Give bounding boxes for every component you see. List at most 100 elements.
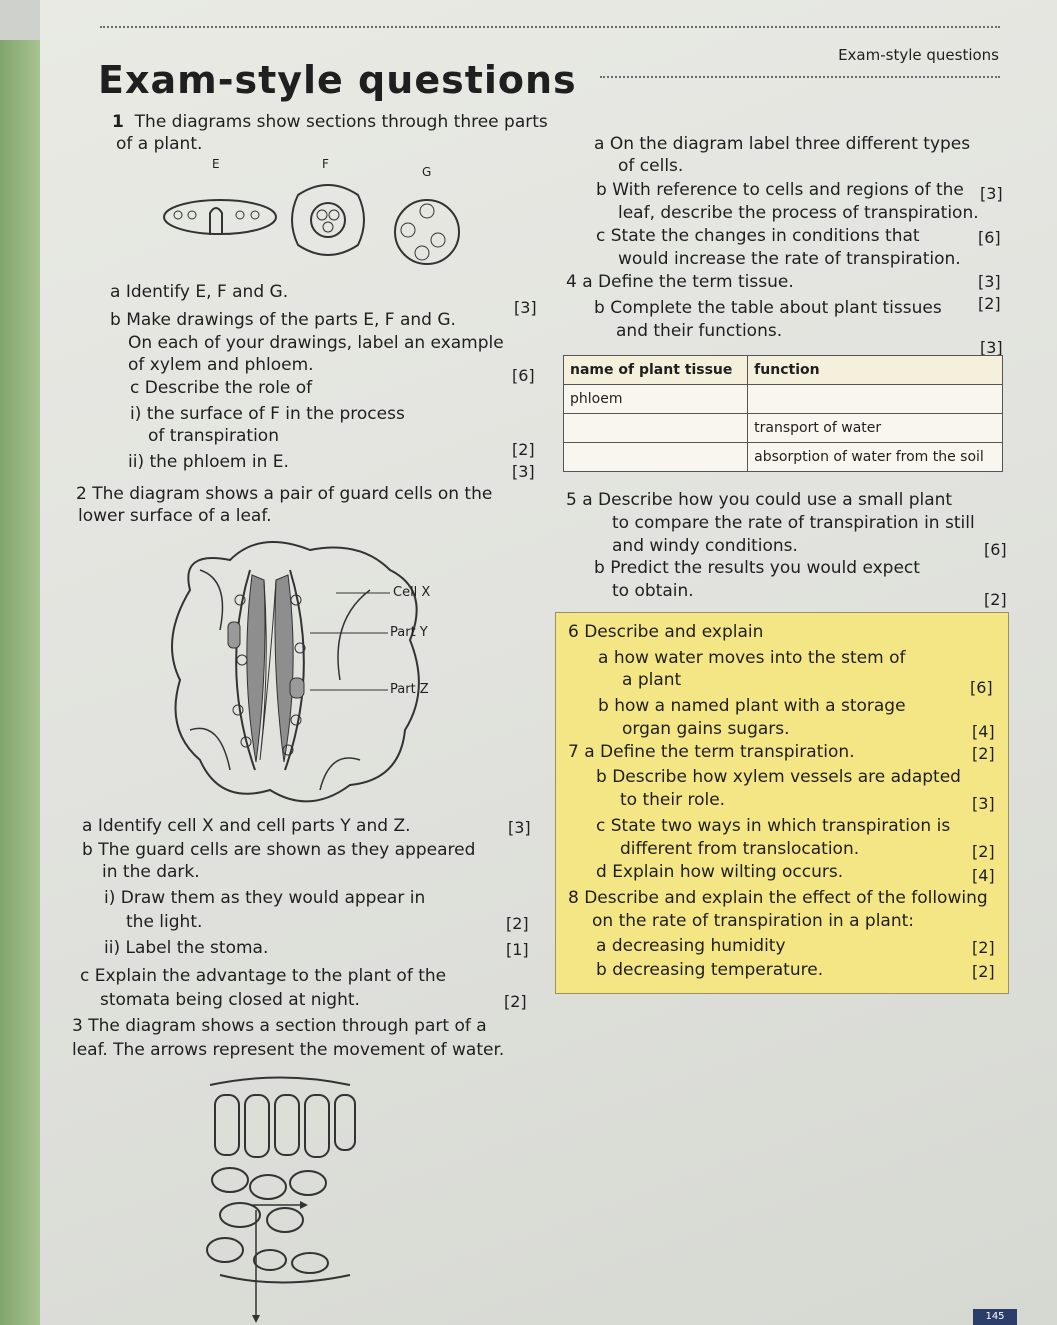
q2-intro-2: lower surface of a leaf. xyxy=(78,506,272,526)
q7-d: d Explain how wilting occurs. xyxy=(596,862,844,882)
q1-c-ii-mark: [3] xyxy=(512,462,535,481)
q7-c-mark: [2] xyxy=(972,842,995,861)
table-cell: phloem xyxy=(562,384,749,414)
q2-b-ii: ii) Label the stoma. xyxy=(104,938,269,958)
table-cell xyxy=(562,442,749,472)
diagram-g-root-section xyxy=(394,199,460,265)
q8-b: b decreasing temperature. xyxy=(596,960,824,980)
q5-b-1: b Predict the results you would expect xyxy=(594,558,920,578)
q1-a: a Identify E, F and G. xyxy=(110,282,289,302)
leaf-section-diagram xyxy=(206,1076,356,1323)
label-part-y: Part Y xyxy=(390,625,428,640)
table-row: absorption of water from the soil xyxy=(562,442,1003,472)
q7-b-2: to their role. xyxy=(620,790,726,810)
page-number: 145 xyxy=(973,1309,1017,1325)
header-rule-lower xyxy=(600,76,1000,78)
q2-c-mark: [2] xyxy=(504,992,527,1011)
table-cell xyxy=(562,413,749,443)
q6-a-mark: [6] xyxy=(970,678,993,697)
q6-b-mark: [4] xyxy=(972,722,995,741)
q1-b-mark: [6] xyxy=(512,366,535,385)
q3-a-1: a On the diagram label three different t… xyxy=(594,134,971,154)
q4-a: 4 a Define the term tissue. xyxy=(566,272,794,292)
q6-b-1: b how a named plant with a storage xyxy=(598,696,906,716)
q3-intro-2: leaf. The arrows represent the movement … xyxy=(72,1040,505,1060)
label-e: E xyxy=(212,157,220,171)
q2-b-1: b The guard cells are shown as they appe… xyxy=(82,840,476,860)
q5-a-1: 5 a Describe how you could use a small p… xyxy=(566,490,953,510)
header-rule xyxy=(100,26,1000,28)
q2-b-i-1: i) Draw them as they would appear in xyxy=(104,888,426,908)
table-cell xyxy=(747,384,1003,414)
q7-b-1: b Describe how xylem vessels are adapted xyxy=(596,767,961,787)
q1-c-ii: ii) the phloem in E. xyxy=(128,452,289,472)
q1-c-i-1: i) the surface of F in the process xyxy=(130,404,405,424)
q5-a-mark: [6] xyxy=(984,540,1007,559)
q2-c-1: c Explain the advantage to the plant of … xyxy=(80,966,447,986)
plant-tissue-table: name of plant tissue function phloem tra… xyxy=(562,355,1003,472)
guard-cells-diagram xyxy=(171,541,420,803)
q8-a: a decreasing humidity xyxy=(596,936,786,956)
q5-a-2: to compare the rate of transpiration in … xyxy=(612,513,975,533)
q1-c: c Describe the role of xyxy=(130,378,313,398)
q7-d-mark: [4] xyxy=(972,866,995,885)
q2-b-ii-mark: [1] xyxy=(506,940,529,959)
diagram-f-stem-section xyxy=(291,184,365,256)
table-cell: absorption of water from the soil xyxy=(747,442,1003,472)
q8-intro-2: on the rate of transpiration in a plant: xyxy=(592,911,915,931)
q5-b-mark: [2] xyxy=(984,590,1007,609)
table-header: function xyxy=(747,355,1003,385)
q1-intro-2: of a plant. xyxy=(116,134,203,154)
q1-c-i-mark: [2] xyxy=(512,440,535,459)
q1-b-2: On each of your drawings, label an examp… xyxy=(128,333,504,353)
q2-b-i-2: the light. xyxy=(126,912,203,932)
q7-a: 7 a Define the term transpiration. xyxy=(568,742,855,762)
table-row: transport of water xyxy=(562,413,1003,443)
q3-a-mark: [3] xyxy=(980,184,1003,203)
label-g: G xyxy=(422,165,432,179)
q1-c-i-2: of transpiration xyxy=(148,426,279,446)
q6-a-2: a plant xyxy=(622,670,682,690)
q3-b-1: b With reference to cells and regions of… xyxy=(596,180,964,200)
q6-b-2: organ gains sugars. xyxy=(622,719,790,739)
q2-c-2: stomata being closed at night. xyxy=(100,990,360,1010)
q1-intro-1: 1 The diagrams show sections through thr… xyxy=(112,112,548,132)
q2-a: a Identify cell X and cell parts Y and Z… xyxy=(82,816,411,836)
q3-a-2: of cells. xyxy=(618,156,684,176)
q3-b-mark: [6] xyxy=(978,228,1001,247)
q8-a-mark: [2] xyxy=(972,938,995,957)
page-title: Exam-style questions xyxy=(98,58,577,102)
q1-b-1: b Make drawings of the parts E, F and G. xyxy=(110,310,456,330)
q1-a-mark: [3] xyxy=(514,298,537,317)
q6-intro: 6 Describe and explain xyxy=(568,622,764,642)
q7-c-1: c State two ways in which transpiration … xyxy=(596,816,951,836)
q8-b-mark: [2] xyxy=(972,962,995,981)
q4-b-1: b Complete the table about plant tissues xyxy=(594,298,942,318)
q8-intro-1: 8 Describe and explain the effect of the… xyxy=(568,888,988,908)
table-cell: transport of water xyxy=(747,413,1003,443)
q3-intro-1: 3 The diagram shows a section through pa… xyxy=(72,1016,487,1036)
q4-a-mark: [2] xyxy=(978,294,1001,313)
q2-a-mark: [3] xyxy=(508,818,531,837)
q3-c-1: c State the changes in conditions that xyxy=(596,226,920,246)
label-cell-x: Cell X xyxy=(393,585,431,600)
table-header-row: name of plant tissue function xyxy=(562,355,1003,385)
q5-b-2: to obtain. xyxy=(612,581,694,601)
label-f: F xyxy=(322,157,329,171)
q1-b-3: of xylem and phloem. xyxy=(128,355,314,375)
label-part-z: Part Z xyxy=(390,682,429,697)
page-edge-strip xyxy=(0,40,40,1325)
q4-b-2: and their functions. xyxy=(616,321,783,341)
table-row: phloem xyxy=(562,384,1003,414)
q3-c-mark: [3] xyxy=(978,272,1001,291)
running-head: Exam-style questions xyxy=(838,46,999,64)
q7-c-2: different from translocation. xyxy=(620,839,860,859)
q2-intro-1: 2 The diagram shows a pair of guard cell… xyxy=(76,484,493,504)
q7-a-mark: [2] xyxy=(972,744,995,763)
q3-b-2: leaf, describe the process of transpirat… xyxy=(618,203,979,223)
q6-a-1: a how water moves into the stem of xyxy=(598,648,906,668)
q2-b-i-mark: [2] xyxy=(506,914,529,933)
q4-b-mark: [3] xyxy=(980,338,1003,357)
table-header: name of plant tissue xyxy=(562,355,749,385)
q7-b-mark: [3] xyxy=(972,794,995,813)
